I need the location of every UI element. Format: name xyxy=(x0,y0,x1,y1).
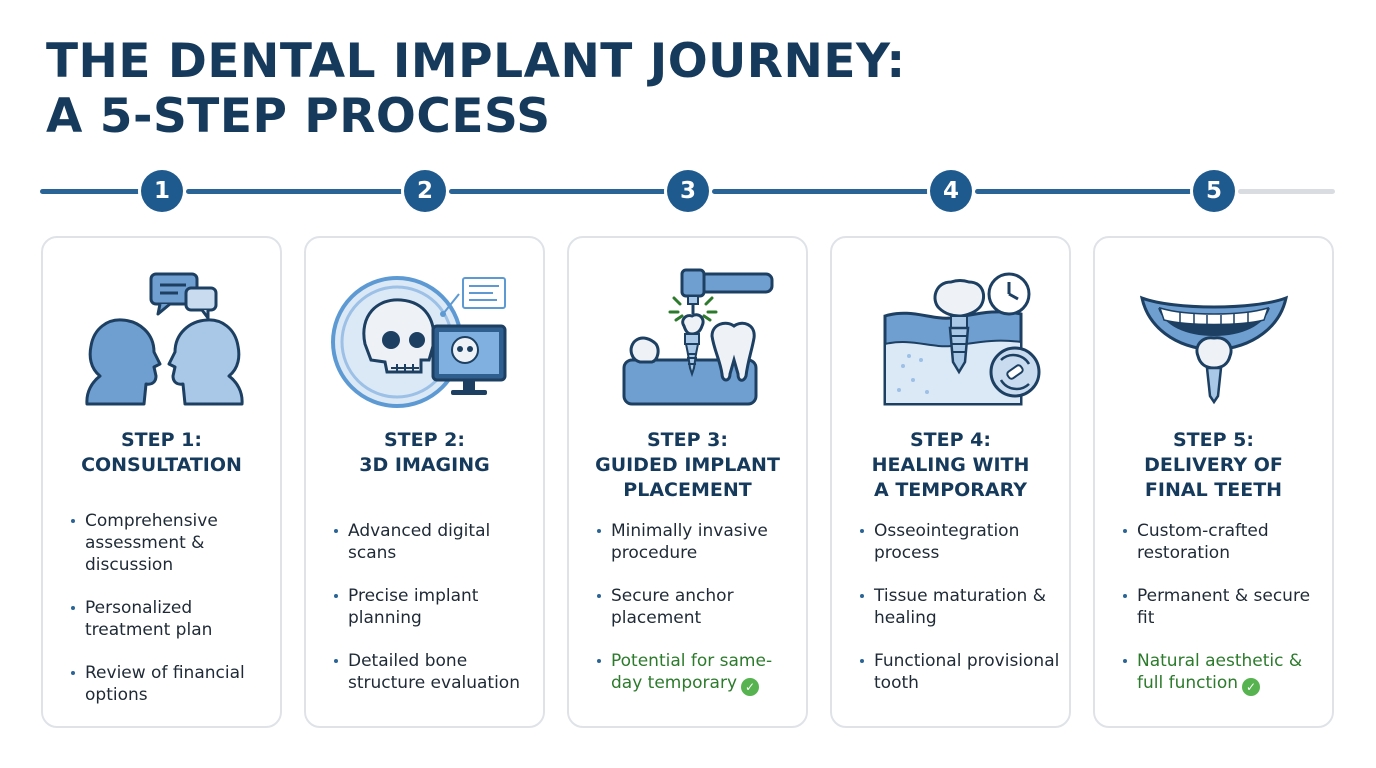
list-item: Minimally invasive procedure xyxy=(593,520,798,564)
list-item: Permanent & secure fit xyxy=(1119,585,1324,629)
step-title: STEP 2: 3D IMAGING xyxy=(359,429,490,476)
step-title: STEP 3: GUIDED IMPLANT PLACEMENT xyxy=(595,429,780,501)
smile-final-tooth-icon xyxy=(1114,264,1314,414)
title-line-2: A 5-STEP PROCESS xyxy=(46,89,551,144)
step-title: STEP 1: CONSULTATION xyxy=(81,429,242,476)
step-title: STEP 4: HEALING WITH A TEMPORARY xyxy=(871,429,1030,501)
step-number-5: 5 xyxy=(1193,170,1235,212)
step-number-3: 3 xyxy=(667,170,709,212)
step-number-4: 4 xyxy=(930,170,972,212)
step-card-5: STEP 5: DELIVERY OF FINAL TEETH Custom-c… xyxy=(1093,236,1334,728)
timeline-segment xyxy=(186,189,403,194)
list-item: Custom-crafted restoration xyxy=(1119,520,1324,564)
list-item: Review of financial options xyxy=(67,662,272,706)
list-item: Secure anchor placement xyxy=(593,585,798,629)
check-icon: ✓ xyxy=(741,678,760,696)
step-title: STEP 5: DELIVERY OF FINAL TEETH xyxy=(1144,429,1283,501)
consultation-heads-icon xyxy=(62,264,262,414)
list-item: Functional provisional tooth xyxy=(856,650,1061,694)
list-item: Detailed bone structure evaluation xyxy=(330,650,535,694)
step-bullet-list: Minimally invasive procedure Secure anch… xyxy=(593,520,798,717)
step-bullet-list: Advanced digital scans Precise implant p… xyxy=(330,520,535,715)
title-line-1: THE DENTAL IMPLANT JOURNEY: xyxy=(46,34,906,89)
step-bullet-list: Comprehensive assessment & discussion Pe… xyxy=(67,510,272,727)
step-bullet-list: Custom-crafted restoration Permanent & s… xyxy=(1119,520,1324,717)
timeline-remaining xyxy=(1238,189,1335,194)
step-bullet-list: Osseointegration process Tissue maturati… xyxy=(856,520,1061,715)
list-item-highlight: Potential for same-day temporary✓ xyxy=(593,650,798,696)
list-item: Precise implant planning xyxy=(330,585,535,629)
implant-healing-clock-icon xyxy=(851,264,1051,414)
step-card-2: STEP 2: 3D IMAGING Advanced digital scan… xyxy=(304,236,545,728)
skull-scan-monitor-icon xyxy=(325,264,525,414)
step-card-4: STEP 4: HEALING WITH A TEMPORARY Osseoin… xyxy=(830,236,1071,728)
list-item: Comprehensive assessment & discussion xyxy=(67,510,272,576)
timeline-segment xyxy=(712,189,929,194)
timeline-segment xyxy=(449,189,666,194)
step-card-1: STEP 1: CONSULTATION Comprehensive asses… xyxy=(41,236,282,728)
list-item-highlight: Natural aesthetic & full function✓ xyxy=(1119,650,1324,696)
step-number-2: 2 xyxy=(404,170,446,212)
timeline-segment xyxy=(40,189,140,194)
timeline-segment xyxy=(975,189,1192,194)
list-item: Advanced digital scans xyxy=(330,520,535,564)
step-card-3: STEP 3: GUIDED IMPLANT PLACEMENT Minimal… xyxy=(567,236,808,728)
list-item: Osseointegration process xyxy=(856,520,1061,564)
list-item: Tissue maturation & healing xyxy=(856,585,1061,629)
check-icon: ✓ xyxy=(1242,678,1261,696)
implant-drill-icon xyxy=(588,264,788,414)
list-item: Personalized treatment plan xyxy=(67,597,272,641)
step-number-1: 1 xyxy=(141,170,183,212)
page-title: THE DENTAL IMPLANT JOURNEY: A 5-STEP PRO… xyxy=(46,34,906,144)
